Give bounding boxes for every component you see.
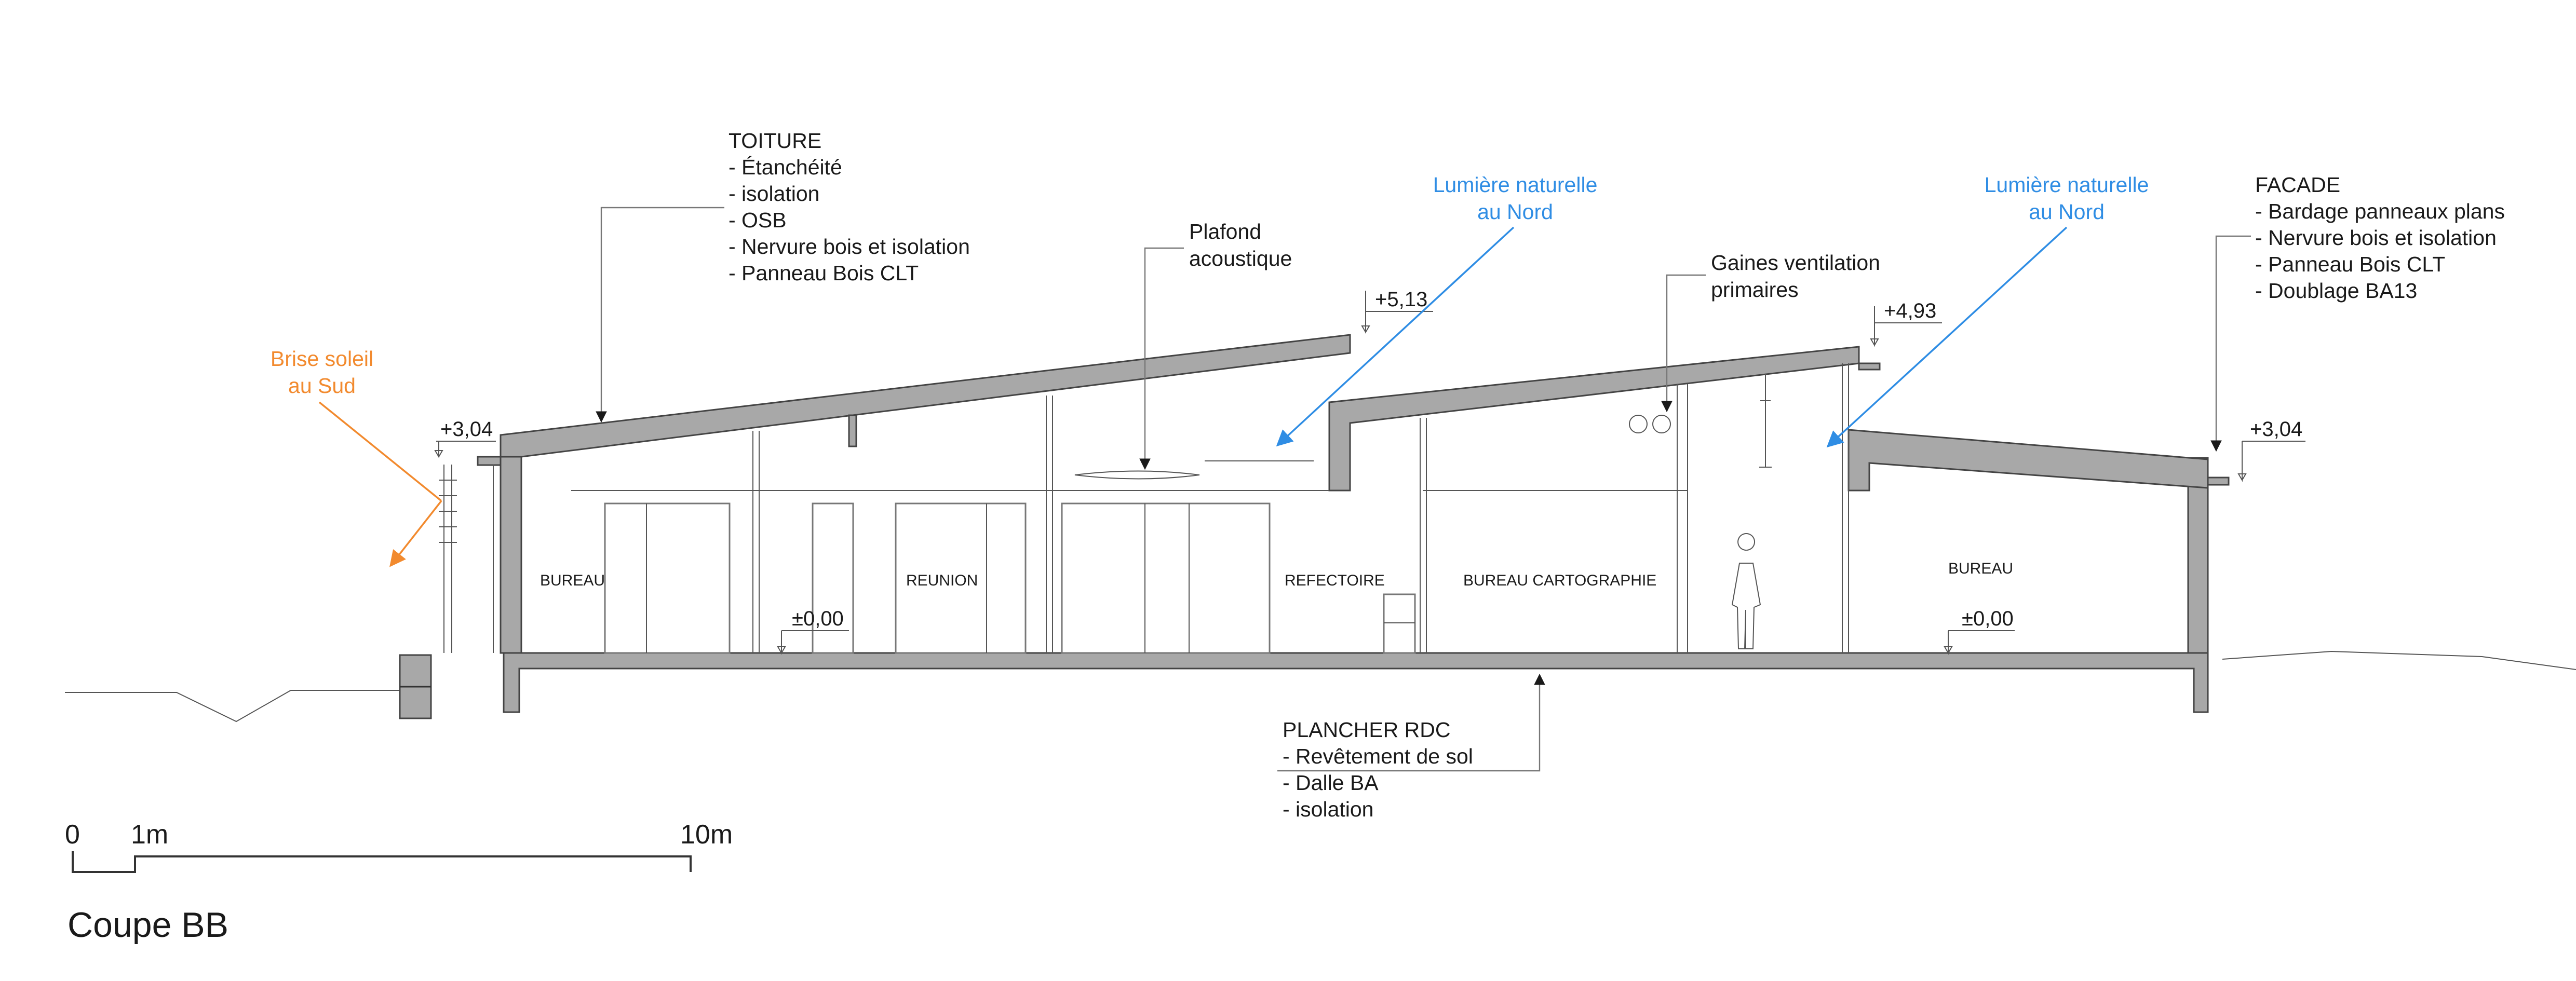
level-marker-left-eave: +3,04 (434, 418, 496, 459)
svg-text:- Nervure bois et isolation: - Nervure bois et isolation (729, 235, 970, 258)
annotation-facade: FACADE - Bardage panneaux plans - Nervur… (2210, 173, 2505, 452)
parapet-2 (1858, 362, 1881, 371)
room-label-bureau-cartographie: BUREAU CARTOGRAPHIE (1463, 572, 1656, 589)
svg-text:- Doublage BA13: - Doublage BA13 (2255, 279, 2417, 303)
duct-2 (1652, 415, 1671, 433)
level-marker-right-eave: +3,04 (2237, 418, 2305, 482)
annotation-lumiere-naturelle-2: Lumière naturelle au Nord (1826, 173, 2149, 448)
svg-text:Lumière naturelle: Lumière naturelle (1433, 173, 1598, 197)
level-marker-high-1: +5,13 (1361, 288, 1433, 334)
scale-bar: 0 1m 10m (65, 820, 733, 873)
floor-slab (503, 652, 2209, 713)
svg-text:10m: 10m (680, 820, 733, 850)
terrain-line-left (65, 690, 400, 723)
svg-text:- Panneau Bois CLT: - Panneau Bois CLT (729, 261, 919, 285)
svg-text:+3,04: +3,04 (440, 418, 493, 441)
door-reunion-left (812, 502, 854, 654)
roof-2 (1328, 346, 1860, 492)
svg-text:au Nord: au Nord (1477, 200, 1553, 224)
level-marker-floor-left: ±0,00 (777, 607, 849, 655)
duct-1 (1629, 415, 1648, 433)
svg-text:1m: 1m (131, 820, 168, 850)
svg-text:Plafond: Plafond (1189, 220, 1261, 243)
kitchen-unit (1383, 593, 1416, 654)
svg-text:Gaines ventilation: Gaines ventilation (1711, 251, 1880, 275)
left-wall (500, 449, 522, 654)
svg-text:Brise soleil: Brise soleil (271, 347, 373, 371)
svg-text:- Revêtement de sol: - Revêtement de sol (1283, 744, 1473, 768)
glazing-refectoire (1061, 502, 1271, 654)
annotation-plafond-acoustique: Plafond acoustique (1139, 220, 1292, 470)
roof-3 (1847, 429, 2209, 492)
svg-text:FACADE: FACADE (2255, 173, 2340, 197)
door-bureau (604, 502, 731, 654)
right-wall (2187, 457, 2209, 654)
svg-text:- Nervure bois et isolation: - Nervure bois et isolation (2255, 226, 2497, 250)
svg-text:- isolation: - isolation (1283, 797, 1373, 821)
svg-text:0: 0 (65, 820, 80, 850)
svg-text:primaires: primaires (1711, 278, 1799, 302)
svg-text:au Sud: au Sud (288, 374, 356, 398)
svg-text:- Bardage panneaux plans: - Bardage panneaux plans (2255, 199, 2505, 223)
annotation-toiture: TOITURE - Étanchéité - isolation - OSB -… (596, 129, 970, 423)
svg-text:- Panneau Bois CLT: - Panneau Bois CLT (2255, 252, 2445, 276)
svg-text:- OSB: - OSB (729, 208, 787, 232)
gutter-left (477, 456, 502, 466)
svg-text:acoustique: acoustique (1189, 247, 1292, 270)
annotation-lumiere-naturelle-1: Lumière naturelle au Nord (1276, 173, 1598, 447)
room-label-reunion: REUNION (906, 572, 978, 589)
level-marker-floor-right: ±0,00 (1944, 607, 2015, 655)
svg-text:+4,93: +4,93 (1884, 299, 1936, 322)
brise-soleil-slats (439, 480, 457, 543)
svg-text:- Étanchéité: - Étanchéité (729, 155, 842, 179)
annotation-plancher-rdc: PLANCHER RDC - Revêtement de sol - Dalle… (1277, 673, 1545, 821)
annotation-brise-soleil: Brise soleil au Sud (271, 347, 442, 567)
roof-1 (500, 334, 1351, 458)
acoustic-panel (1074, 470, 1200, 480)
room-label-bureau: BUREAU (540, 572, 605, 589)
svg-text:+5,13: +5,13 (1375, 288, 1427, 311)
svg-text:- isolation: - isolation (729, 182, 819, 206)
room-label-bureau-2: BUREAU (1948, 560, 2013, 577)
svg-text:±0,00: ±0,00 (1962, 607, 2014, 630)
svg-text:+3,04: +3,04 (2250, 418, 2302, 441)
level-marker-high-2: +4,93 (1870, 299, 1942, 347)
svg-text:PLANCHER RDC: PLANCHER RDC (1283, 718, 1451, 742)
svg-text:±0,00: ±0,00 (792, 607, 844, 630)
svg-text:- Dalle BA: - Dalle BA (1283, 771, 1379, 795)
svg-text:au Nord: au Nord (2029, 200, 2105, 224)
person-silhouette (1731, 533, 1761, 649)
svg-text:Lumière naturelle: Lumière naturelle (1985, 173, 2149, 197)
terrain-line-right (2222, 650, 2576, 670)
annotation-gaines-ventilation: Gaines ventilation primaires (1661, 251, 1880, 413)
room-label-refectoire: REFECTOIRE (1285, 572, 1385, 589)
door-reunion-right (895, 502, 1027, 654)
beam-drop (848, 414, 857, 447)
gutter-right (2207, 476, 2230, 486)
drawing-title: Coupe BB (68, 905, 228, 945)
svg-text:TOITURE: TOITURE (729, 129, 821, 153)
